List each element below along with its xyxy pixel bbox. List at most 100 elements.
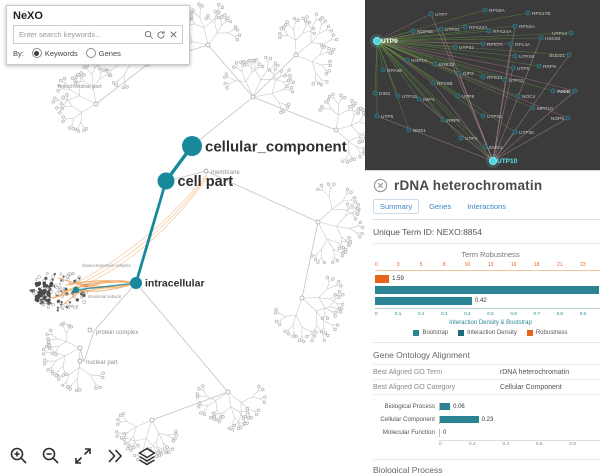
term-label-minor[interactable]: ribonucleoprotein complex xyxy=(82,263,132,268)
search-icon[interactable] xyxy=(143,29,155,41)
gene-node[interactable] xyxy=(550,88,556,94)
gene-label[interactable]: RPS24A xyxy=(493,29,512,35)
gene-label[interactable]: UTP10 xyxy=(497,158,518,165)
term-label[interactable]: intracellular xyxy=(145,278,205,290)
gene-label[interactable]: POL5 xyxy=(557,89,570,95)
gene-node[interactable] xyxy=(525,10,531,16)
gene-node[interactable] xyxy=(455,93,461,99)
gene-label[interactable]: RPS8A xyxy=(489,8,506,14)
gene-label[interactable]: RPS9B xyxy=(437,81,453,87)
collapse-button[interactable] xyxy=(104,445,126,467)
gene-label[interactable]: UTP11 xyxy=(509,78,524,84)
term-label-minor[interactable]: mitochondrial part xyxy=(58,84,102,90)
gene-node[interactable] xyxy=(568,30,574,36)
term-node[interactable] xyxy=(130,277,142,289)
gene-node[interactable] xyxy=(480,74,486,80)
term-label[interactable]: cellular_component xyxy=(205,138,347,155)
gene-node[interactable] xyxy=(404,57,410,63)
gene-label[interactable]: BUD21 xyxy=(550,53,566,59)
gene-node[interactable] xyxy=(440,117,446,123)
term-label[interactable]: cell part xyxy=(178,174,234,190)
gene-node[interactable] xyxy=(480,113,486,119)
gene-node[interactable] xyxy=(482,7,488,13)
gene-node[interactable] xyxy=(512,129,518,135)
zoom-in-button[interactable] xyxy=(8,445,30,467)
term-label-minor[interactable]: protein complex xyxy=(96,330,138,336)
gene-label[interactable]: RPA49 xyxy=(387,68,402,74)
gene-node[interactable] xyxy=(512,53,518,59)
radio-genes[interactable]: Genes xyxy=(85,48,121,58)
gene-label[interactable]: UTP13 xyxy=(552,31,567,37)
gene-network-canvas[interactable]: UTP7RPS8ARPS17BRPS4ARPS22ARPS24AUTP21NOP… xyxy=(365,0,600,170)
gene-label[interactable]: DIM1 xyxy=(379,91,391,97)
gene-node[interactable] xyxy=(438,26,444,32)
gene-node[interactable] xyxy=(372,90,378,96)
gene-label[interactable]: UTP22 xyxy=(459,45,474,51)
term-label-minor[interactable]: ribosomal subunit xyxy=(88,294,122,299)
search-input[interactable] xyxy=(17,29,143,40)
gene-node[interactable] xyxy=(372,37,381,46)
gene-label[interactable]: UTP25 xyxy=(487,114,502,120)
gene-node[interactable] xyxy=(530,105,536,111)
radio-keywords[interactable]: Keywords xyxy=(31,48,78,58)
gene-label[interactable]: RPS22A xyxy=(469,25,488,31)
reset-icon[interactable] xyxy=(155,29,167,41)
clear-icon[interactable] xyxy=(167,29,179,41)
gene-label[interactable]: UTP4 xyxy=(465,136,478,142)
gene-node[interactable] xyxy=(462,24,468,30)
gene-label[interactable]: UTP9 xyxy=(381,38,398,45)
gene-node[interactable] xyxy=(430,80,436,86)
gene-node[interactable] xyxy=(486,28,492,34)
gene-node[interactable] xyxy=(515,93,521,99)
gene-node[interactable] xyxy=(508,41,514,47)
gene-node[interactable] xyxy=(380,67,386,73)
gene-node[interactable] xyxy=(489,156,498,165)
gene-label[interactable]: UTP8 xyxy=(462,94,475,100)
gene-node[interactable] xyxy=(510,65,516,71)
gene-node[interactable] xyxy=(480,41,486,47)
term-node-minor[interactable] xyxy=(87,327,93,333)
gene-label[interactable]: BMS1 xyxy=(413,128,426,134)
gene-node[interactable] xyxy=(458,135,464,141)
tab-interactions[interactable]: Interactions xyxy=(467,202,506,211)
gene-label[interactable]: UTP6 xyxy=(517,66,530,72)
gene-node[interactable] xyxy=(452,44,458,50)
gene-label[interactable]: RPL4A xyxy=(515,42,531,48)
gene-node[interactable] xyxy=(406,127,412,133)
term-node[interactable] xyxy=(182,136,202,156)
term-node-minor[interactable] xyxy=(203,168,209,174)
gene-node[interactable] xyxy=(410,28,416,34)
gene-node[interactable] xyxy=(428,11,434,17)
gene-node[interactable] xyxy=(395,93,401,99)
gene-label[interactable]: NOP6 xyxy=(551,116,564,122)
gene-label[interactable]: MPP10 xyxy=(537,106,553,112)
search-box[interactable] xyxy=(13,25,183,44)
term-node[interactable] xyxy=(72,286,80,294)
gene-label[interactable]: RPS13 xyxy=(487,75,503,81)
gene-node[interactable] xyxy=(538,35,544,41)
gene-node[interactable] xyxy=(432,61,438,67)
close-icon[interactable] xyxy=(373,178,388,193)
gene-label[interactable]: DIP2 xyxy=(463,71,474,77)
zoom-out-button[interactable] xyxy=(40,445,62,467)
gene-node[interactable] xyxy=(502,77,508,83)
gene-node[interactable] xyxy=(572,88,578,94)
gene-label[interactable]: RPS7A xyxy=(487,42,504,48)
gene-label[interactable]: NOP14 xyxy=(411,58,427,64)
fit-view-button[interactable] xyxy=(72,445,94,467)
gene-label[interactable]: HSC82 xyxy=(545,36,561,42)
gene-label[interactable]: UTP18 xyxy=(519,54,534,60)
gene-node[interactable] xyxy=(482,144,488,150)
gene-label[interactable]: RPS17B xyxy=(532,11,550,17)
gene-node[interactable] xyxy=(374,113,380,119)
gene-node[interactable] xyxy=(566,52,572,58)
gene-label[interactable]: RRP9 xyxy=(543,64,556,70)
tab-genes[interactable]: Genes xyxy=(429,202,452,211)
layers-button[interactable] xyxy=(136,445,158,467)
gene-node[interactable] xyxy=(512,23,518,29)
term-label-minor[interactable]: membrane xyxy=(211,170,240,176)
gene-label[interactable]: KRE33 xyxy=(439,62,455,68)
term-label-minor[interactable]: nuclear part xyxy=(86,360,118,366)
